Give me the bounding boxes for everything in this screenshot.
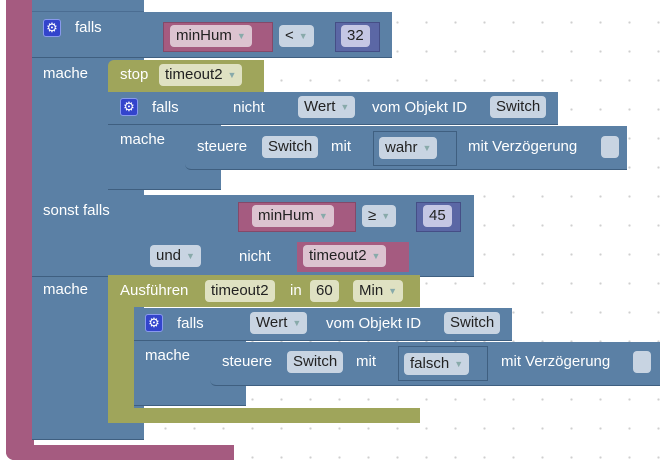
- inner-do-2-label: mache: [145, 347, 191, 364]
- not-label-2: nicht: [239, 248, 271, 265]
- get-mode-dropdown[interactable]: Wert▼: [298, 96, 356, 118]
- timeout-timer-field[interactable]: timeout2: [205, 280, 275, 302]
- stop-label: stop: [120, 66, 149, 83]
- event-block-frame[interactable]: [6, 0, 34, 460]
- timeout-block-body[interactable]: [108, 275, 134, 423]
- timeout-value-field[interactable]: 60: [310, 280, 339, 302]
- control-target-field-2[interactable]: Switch: [287, 351, 344, 373]
- stop-timer-dropdown[interactable]: timeout2▼: [159, 64, 243, 86]
- dropdown-arrow-icon: ▼: [422, 143, 432, 154]
- delay-field-2[interactable]: [633, 351, 651, 373]
- timeout-unit-dropdown[interactable]: Min▼: [353, 280, 404, 302]
- of-object-label: vom Objekt ID: [372, 99, 468, 116]
- dropdown-arrow-icon: ▼: [340, 102, 350, 113]
- value-dropdown-2[interactable]: falsch▼: [404, 353, 470, 375]
- object-id-field-2[interactable]: Switch: [444, 312, 501, 334]
- delay-label-2: mit Verzögerung: [501, 353, 611, 370]
- control-with-label-2: mit: [356, 353, 376, 370]
- delay-field[interactable]: [601, 136, 619, 158]
- dropdown-arrow-icon: ▼: [388, 286, 398, 297]
- dropdown-arrow-icon: ▼: [292, 318, 302, 329]
- dropdown-arrow-icon: ▼: [371, 251, 381, 262]
- of-object-label-2: vom Objekt ID: [326, 315, 422, 332]
- control-with-label: mit: [331, 138, 351, 155]
- operator-dropdown[interactable]: <▼: [279, 25, 314, 47]
- gear-icon[interactable]: ⚙: [145, 314, 163, 332]
- delay-label: mit Verzögerung: [468, 138, 578, 155]
- number-field-2[interactable]: 45: [423, 205, 452, 227]
- operator-dropdown-2[interactable]: ≥▼: [362, 205, 397, 227]
- timeout-block-bottom[interactable]: [108, 408, 420, 423]
- outer-if-label: falls: [75, 19, 102, 36]
- not-label: nicht: [233, 99, 265, 116]
- value-block[interactable]: [373, 131, 457, 166]
- gear-icon[interactable]: ⚙: [120, 98, 138, 116]
- variable-dropdown-minhum[interactable]: minHum▼: [170, 25, 252, 47]
- control-label: steuere: [197, 138, 248, 155]
- control-label-2: steuere: [222, 353, 273, 370]
- dropdown-arrow-icon: ▼: [186, 251, 195, 262]
- inner-if-1-label: falls: [152, 99, 179, 116]
- dropdown-arrow-icon: ▼: [454, 359, 464, 370]
- dropdown-arrow-icon: ▼: [298, 31, 308, 42]
- control-target-field[interactable]: Switch: [262, 136, 319, 158]
- outer-do-label-2: mache: [43, 281, 89, 298]
- gear-icon[interactable]: ⚙: [43, 19, 61, 37]
- inner-do-1-label: mache: [120, 131, 166, 148]
- outer-do-label: mache: [43, 65, 89, 82]
- variable-dropdown-timeout2[interactable]: timeout2▼: [303, 245, 387, 267]
- inner-if-2-label: falls: [177, 315, 204, 332]
- logic-operator-dropdown[interactable]: und▼: [150, 245, 201, 267]
- number-field[interactable]: 32: [341, 25, 370, 47]
- get-mode-dropdown-2[interactable]: Wert▼: [250, 312, 308, 334]
- elseif-label: sonst falls: [43, 202, 110, 219]
- value-dropdown[interactable]: wahr▼: [379, 137, 438, 159]
- timeout-label: Ausführen: [120, 282, 189, 299]
- dropdown-arrow-icon: ▼: [318, 211, 328, 222]
- object-id-field[interactable]: Switch: [490, 96, 547, 118]
- dropdown-arrow-icon: ▼: [227, 70, 237, 81]
- event-block-bottom[interactable]: [6, 445, 234, 460]
- dropdown-arrow-icon: ▼: [381, 211, 391, 222]
- dropdown-arrow-icon: ▼: [236, 31, 246, 42]
- in-label: in: [290, 282, 302, 299]
- variable-dropdown-minhum-2[interactable]: minHum▼: [252, 205, 334, 227]
- value-block-2[interactable]: [398, 346, 488, 381]
